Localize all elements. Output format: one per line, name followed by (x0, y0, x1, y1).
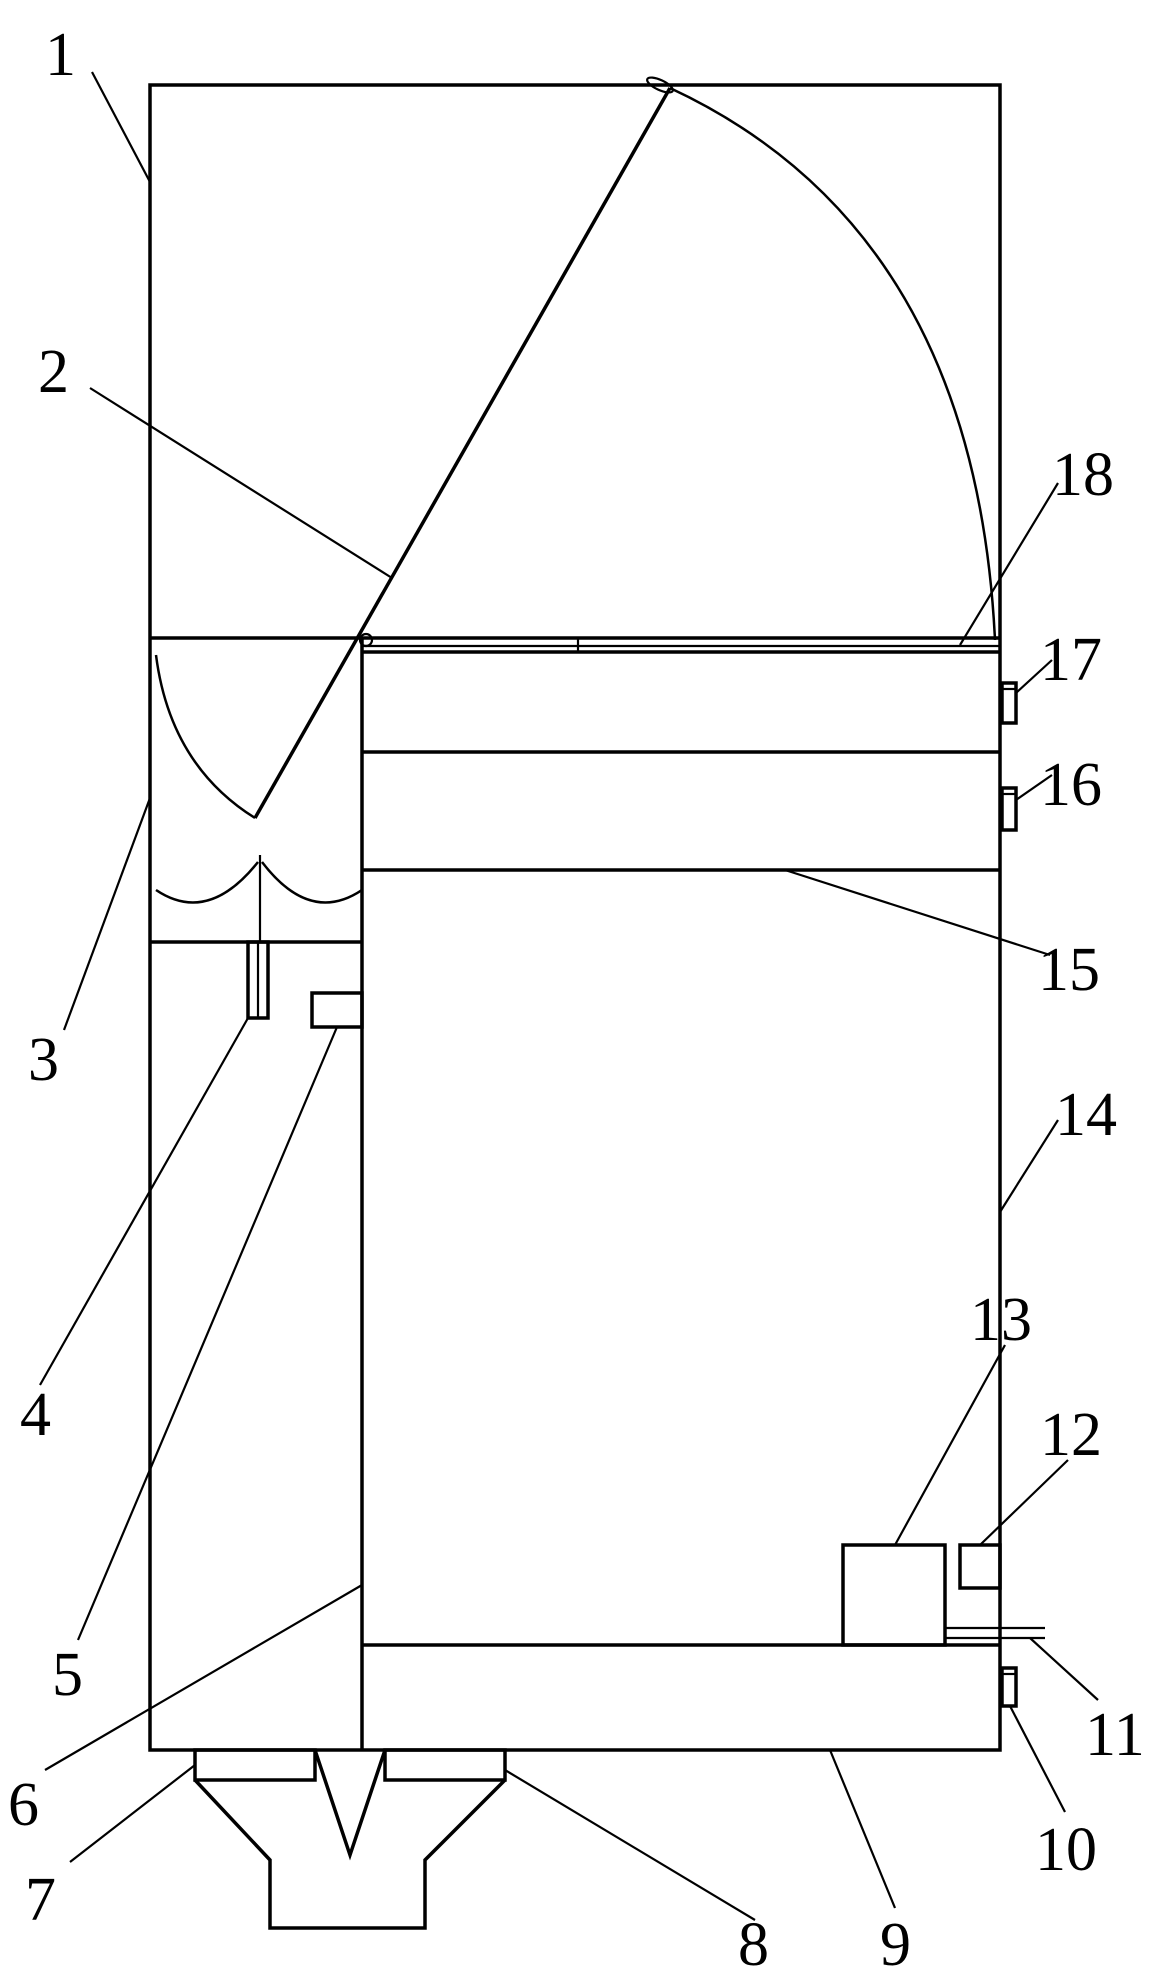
leader-14 (999, 1119, 1059, 1213)
label-13: 13 (970, 1286, 1032, 1354)
label-11: 11 (1085, 1701, 1145, 1769)
label-4: 4 (20, 1381, 51, 1449)
outlet-hopper (193, 1778, 507, 1930)
leader-8 (504, 1769, 756, 1921)
leader-10 (1009, 1705, 1066, 1813)
leader-2 (89, 387, 393, 579)
box-13 (841, 1543, 947, 1647)
sensor-block-5 (310, 991, 364, 1029)
label-5: 5 (52, 1641, 83, 1709)
label-8: 8 (738, 1911, 769, 1973)
left-arc-a (155, 861, 259, 904)
door-hinge (358, 632, 374, 648)
label-1: 1 (45, 21, 76, 89)
label-16: 16 (1040, 751, 1102, 819)
leader-6 (44, 1584, 363, 1771)
label-7: 7 (25, 1866, 56, 1934)
leader-11 (1029, 1637, 1099, 1701)
leader-3 (62, 797, 152, 1031)
left-curve-lower (154, 654, 256, 820)
door-panel-2 (253, 87, 672, 819)
foot-8 (383, 1748, 507, 1782)
label-15: 15 (1038, 936, 1100, 1004)
label-17: 17 (1040, 626, 1102, 694)
door-pivot (646, 76, 674, 94)
leader-7 (69, 1764, 196, 1863)
label-12: 12 (1040, 1401, 1102, 1469)
leader-17 (1015, 659, 1053, 694)
housing-outline (148, 83, 1002, 1752)
latch-17 (1000, 681, 1018, 725)
outlet-cone (313, 1749, 387, 1861)
leader-15 (784, 868, 1051, 957)
label-10: 10 (1035, 1816, 1097, 1884)
label-14: 14 (1055, 1081, 1117, 1149)
latch-16 (1000, 786, 1018, 832)
leader-13 (894, 1344, 1006, 1546)
label-2: 2 (38, 338, 69, 406)
label-9: 9 (880, 1911, 911, 1973)
leader-lines (39, 71, 1099, 1921)
latch-10 (1000, 1666, 1018, 1708)
leader-18 (959, 482, 1059, 646)
leader-9 (828, 1749, 897, 1909)
block-12 (958, 1543, 1002, 1590)
label-18: 18 (1052, 441, 1114, 509)
leader-5 (76, 1026, 339, 1641)
foot-7 (193, 1748, 317, 1782)
door-swing-arc (669, 86, 997, 641)
leader-12 (979, 1459, 1069, 1546)
label-6: 6 (8, 1771, 39, 1839)
leader-4 (39, 1017, 249, 1386)
label-3: 3 (28, 1026, 59, 1094)
left-arc-b (261, 861, 363, 904)
leader-1 (91, 71, 151, 183)
leader-16 (1015, 774, 1053, 801)
